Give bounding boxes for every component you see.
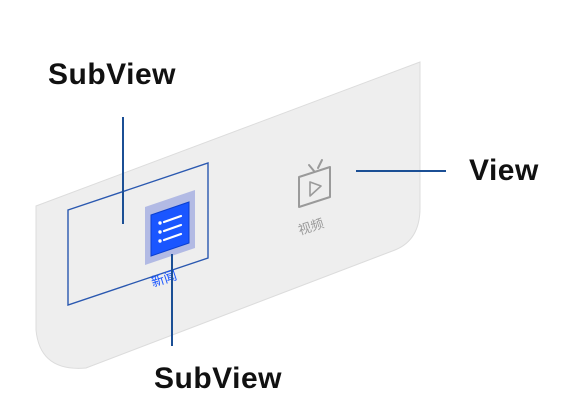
callout-view: View bbox=[469, 154, 539, 187]
tv-play-icon bbox=[298, 159, 331, 208]
news-list-icon bbox=[150, 201, 190, 257]
subview-frame bbox=[67, 162, 209, 306]
tab-bar-view bbox=[35, 61, 421, 369]
callout-subview-top: SubView bbox=[48, 58, 176, 91]
callout-subview-bottom: SubView bbox=[154, 362, 282, 395]
